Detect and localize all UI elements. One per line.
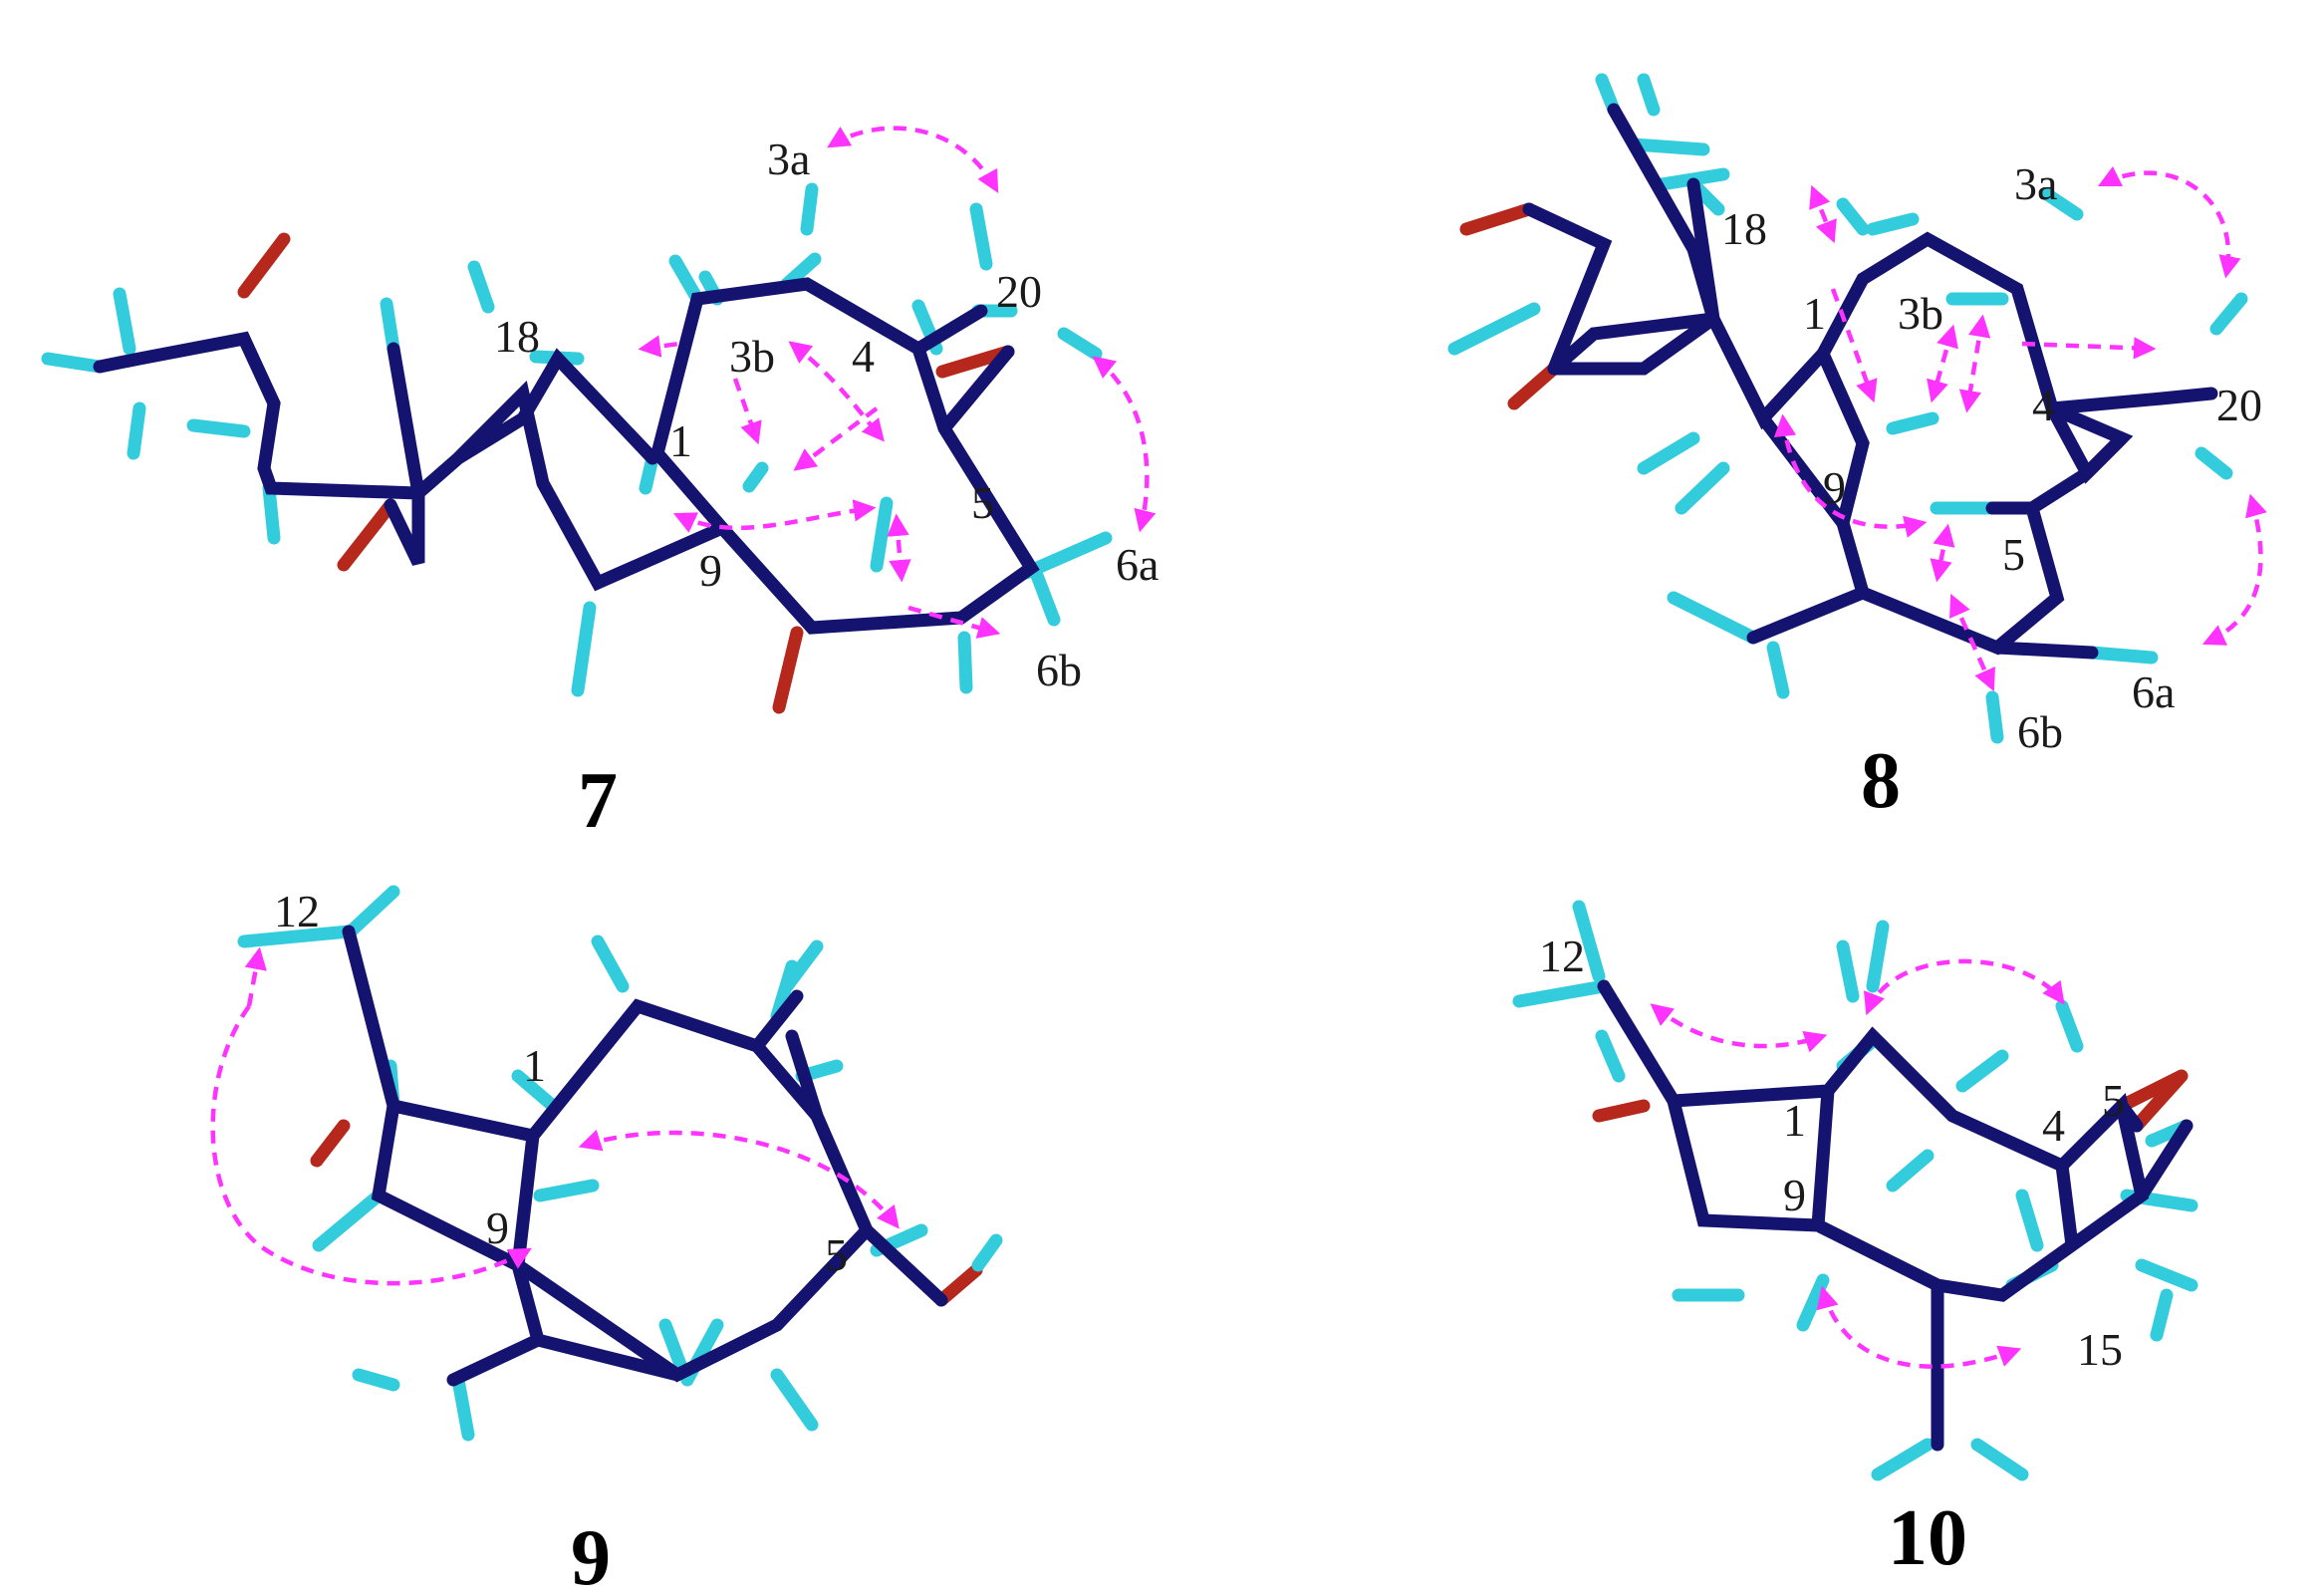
compound-9-label-5: 5 — [825, 1229, 848, 1280]
compound-8-model: 3a 18 1 3b 4 20 9 5 6a 6b 8 — [1447, 73, 2267, 825]
compound-10-label-12: 12 — [1539, 931, 1585, 981]
compound-10-label-5: 5 — [2102, 1075, 2125, 1126]
compound-9-number: 9 — [571, 1514, 611, 1596]
compound-10-label-15: 15 — [2077, 1324, 2123, 1375]
compound-8-label-3a: 3a — [2014, 158, 2057, 209]
compound-9-label-1: 1 — [523, 1040, 546, 1091]
compound-9-model: 12 1 9 5 9 — [210, 885, 1003, 1596]
compound-10-label-4: 4 — [2042, 1100, 2065, 1151]
compound-7-label-18: 18 — [494, 311, 540, 362]
compound-7-label-3b: 3b — [729, 331, 775, 382]
compound-10-label-1: 1 — [1783, 1095, 1806, 1146]
compound-9-label-12: 12 — [274, 886, 320, 936]
compound-8-label-18: 18 — [1721, 203, 1767, 254]
compound-8-label-4: 4 — [2032, 380, 2055, 430]
compound-7-label-5: 5 — [971, 477, 994, 528]
compound-8-label-6b: 6b — [2017, 706, 2063, 757]
compound-10-model: 12 5 1 4 9 15 10 — [1512, 900, 2198, 1582]
compound-7-label-9: 9 — [699, 545, 722, 596]
compound-7-label-6b: 6b — [1036, 645, 1082, 695]
compound-9-label-9: 9 — [486, 1202, 509, 1253]
compound-10-number: 10 — [1888, 1494, 1967, 1582]
compound-8-label-6a: 6a — [2132, 666, 2175, 717]
compound-8-label-5: 5 — [2002, 529, 2025, 580]
compound-7-label-4: 4 — [852, 331, 875, 382]
compound-8-label-20: 20 — [2216, 380, 2262, 430]
compound-7-label-3a: 3a — [767, 133, 810, 184]
compound-10-label-9: 9 — [1783, 1170, 1806, 1220]
compound-8-label-9: 9 — [1823, 462, 1846, 513]
compound-8-label-1: 1 — [1803, 288, 1826, 339]
compound-7-label-20: 20 — [996, 266, 1042, 317]
compound-7-label-1: 1 — [669, 415, 692, 466]
compound-7-label-6a: 6a — [1116, 539, 1159, 590]
compound-8-label-3b: 3b — [1898, 288, 1943, 339]
compound-8-number: 8 — [1861, 737, 1901, 825]
compound-7-model: 3a 18 3b 4 20 1 5 9 6a 6b 7 — [41, 126, 1159, 845]
compound-7-number: 7 — [578, 757, 618, 845]
